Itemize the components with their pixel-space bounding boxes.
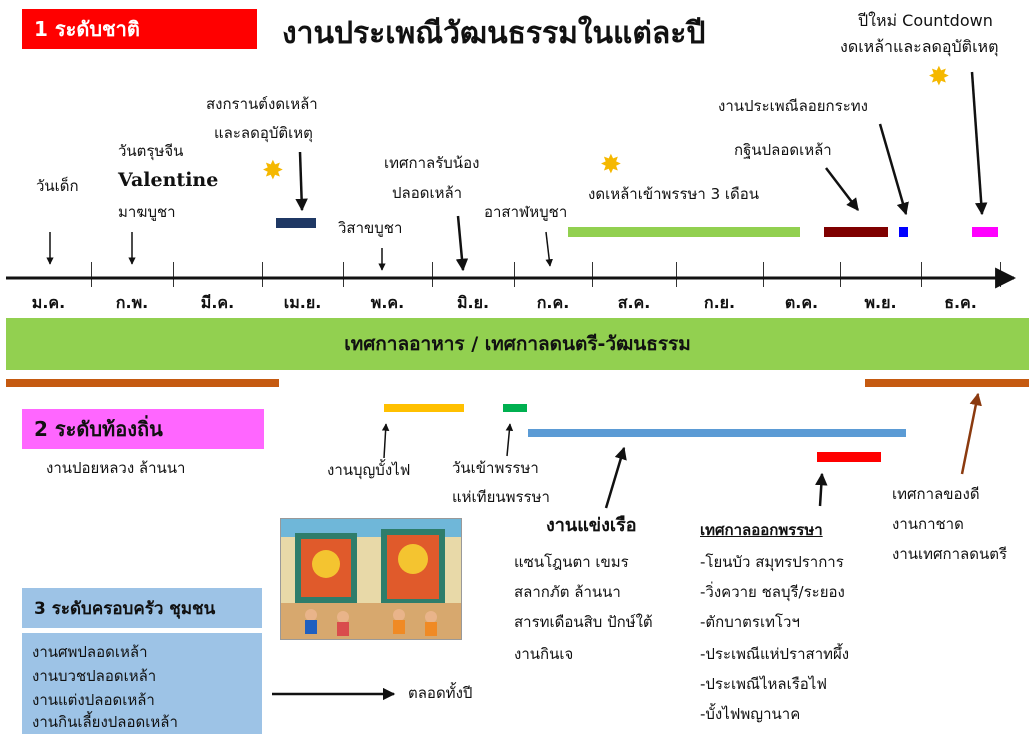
countdown-line2: งดเหล้าและลดอุบัติเหตุ — [840, 37, 999, 56]
arrow-countdown — [970, 71, 988, 216]
countdown-line1: ปีใหม่ Countdown — [858, 11, 993, 30]
bar-bun-bang-fai — [384, 404, 464, 412]
community-item: งานแต่งปลอดเหล้า — [32, 691, 155, 709]
star-icon-songkran: ✸ — [262, 156, 284, 186]
regional-item: สลากภัต ล้านนา — [514, 583, 621, 601]
event-asalha-bucha: อาสาฬหบูชา — [484, 203, 568, 221]
timeline-tick — [676, 262, 677, 287]
end-lent-item: -บั้งไฟพญานาค — [700, 705, 801, 723]
arrow-boat-race — [604, 446, 627, 509]
local-lent-day-2: แห่เทียนพรรษา — [452, 488, 550, 506]
regional-item: แซนโฎนตา เขมร — [514, 553, 629, 571]
timeline-tick — [763, 262, 764, 287]
end-lent-item: -ตักบาตรเทโวฯ — [700, 613, 800, 631]
bar-end-lent — [817, 452, 881, 462]
community-item: งานศพปลอดเหล้า — [32, 643, 148, 661]
regional-item: สารทเดือนสิบ ปักษ์ใต้ — [514, 613, 653, 631]
level3-header: 3 ระดับครอบครัว ชุมชน — [22, 588, 262, 628]
bar-poy-luang — [6, 379, 279, 387]
event-freshmen-2: ปลอดเหล้า — [392, 184, 463, 202]
level2-badge: 2 ระดับท้องถิ่น — [22, 409, 264, 449]
month-label: ธ.ค. — [944, 293, 977, 312]
arrow-winter — [960, 392, 982, 475]
timeline-tick — [173, 262, 174, 287]
event-loy-krathong: งานประเพณีลอยกระทง — [718, 97, 868, 115]
event-makha-bucha: มาฆบูชา — [118, 203, 176, 221]
month-label: มี.ค. — [200, 293, 235, 312]
temple-illustration — [280, 518, 462, 640]
bar-songkran — [276, 218, 316, 228]
arrow-lent-day — [505, 423, 514, 457]
timeline-tick — [840, 262, 841, 287]
month-label: ก.พ. — [115, 293, 149, 312]
month-label: พ.ค. — [370, 293, 405, 312]
regional-item: งานกินเจ — [514, 645, 574, 663]
event-visakha-bucha: วิสาขบูชา — [338, 219, 403, 237]
community-box — [22, 633, 262, 734]
timeline-tick — [514, 262, 515, 287]
winter-item: งานกาชาด — [892, 515, 964, 533]
month-label: พ.ย. — [864, 293, 897, 312]
month-label: ม.ค. — [31, 293, 66, 312]
star-icon-lent: ✸ — [600, 150, 622, 180]
level1-badge: 1 ระดับชาติ — [22, 9, 257, 49]
event-chinese-new-year: วันตรุษจีน — [118, 142, 184, 160]
arrow-freshmen — [455, 215, 469, 272]
festival-band: เทศกาลอาหาร / เทศกาลดนตรี-วัฒนธรรม — [6, 318, 1029, 370]
timeline-tick — [91, 262, 92, 287]
all-year-label: ตลอดทั้งปี — [408, 684, 473, 702]
end-lent-item: -ประเพณีแห่ปราสาทผึ้ง — [700, 645, 850, 663]
timeline-tick — [262, 262, 263, 287]
bar-countdown — [972, 227, 998, 237]
end-lent-title: เทศกาลออกพรรษา — [700, 521, 823, 539]
level3-label: 3 ระดับครอบครัว ชุมชน — [34, 598, 216, 619]
bar-lent — [568, 227, 800, 237]
event-songkran-2: และลดอุบัติเหตุ — [214, 124, 313, 142]
community-item: งานบวชปลอดเหล้า — [32, 667, 157, 685]
event-kathin: กฐินปลอดเหล้า — [734, 141, 832, 159]
end-lent-item: -วิ่งควาย ชลบุรี/ระยอง — [700, 583, 845, 601]
page-title: งานประเพณีวัฒนธรรมในแต่ละปี — [282, 16, 706, 51]
month-label: เม.ย. — [283, 293, 322, 312]
month-label: มิ.ย. — [456, 293, 490, 312]
timeline-tick — [343, 262, 344, 287]
month-label: ส.ค. — [617, 293, 651, 312]
star-icon-newyear: ✸ — [928, 62, 950, 92]
timeline-tick — [432, 262, 433, 287]
local-boat-race: งานแข่งเรือ — [546, 515, 637, 536]
arrow-asalha — [545, 231, 553, 267]
event-lent: งดเหล้าเข้าพรรษา 3 เดือน — [588, 185, 760, 203]
event-freshmen-1: เทศกาลรับน้อง — [384, 154, 480, 172]
bar-lent-day — [503, 404, 527, 412]
arrow-songkran — [295, 151, 308, 212]
local-lent-day-1: วันเข้าพรรษา — [452, 459, 539, 477]
arrow-kathin — [825, 167, 859, 211]
event-children-day: วันเด็ก — [36, 177, 79, 195]
level1-label: 1 ระดับชาติ — [34, 17, 140, 41]
bar-kathin — [824, 227, 888, 237]
month-label: ต.ค. — [784, 293, 819, 312]
end-lent-item: -โยนบัว สมุทรปราการ — [700, 553, 844, 571]
end-lent-item: -ประเพณีไหลเรือไฟ — [700, 675, 827, 693]
winter-item: งานเทศกาลดนตรี — [892, 545, 1008, 563]
arrow-end-lent — [815, 472, 828, 507]
local-bun-bang-fai: งานบุญบั้งไฟ — [327, 461, 411, 479]
community-item: งานกินเลี้ยงปลอดเหล้า — [32, 713, 178, 731]
level2-label: 2 ระดับท้องถิ่น — [34, 417, 163, 441]
arrow-loy-krathong — [878, 123, 909, 216]
timeline-tick — [592, 262, 593, 287]
bar-winter — [865, 379, 1029, 387]
local-poy-luang: งานปอยหลวง ล้านนา — [46, 459, 186, 477]
festival-band-label: เทศกาลอาหาร / เทศกาลดนตรี-วัฒนธรรม — [344, 333, 691, 355]
month-label: ก.ย. — [703, 293, 736, 312]
arrow-bun-bang-fai — [381, 423, 390, 459]
event-valentine: Valentine — [118, 169, 219, 191]
bar-loy-krathong — [899, 227, 908, 237]
event-songkran-1: สงกรานต์งดเหล้า — [206, 95, 318, 113]
month-label: ก.ค. — [536, 293, 570, 312]
winter-item: เทศกาลของดี — [892, 485, 980, 503]
timeline-tick — [921, 262, 922, 287]
bar-boat-race — [528, 429, 906, 437]
